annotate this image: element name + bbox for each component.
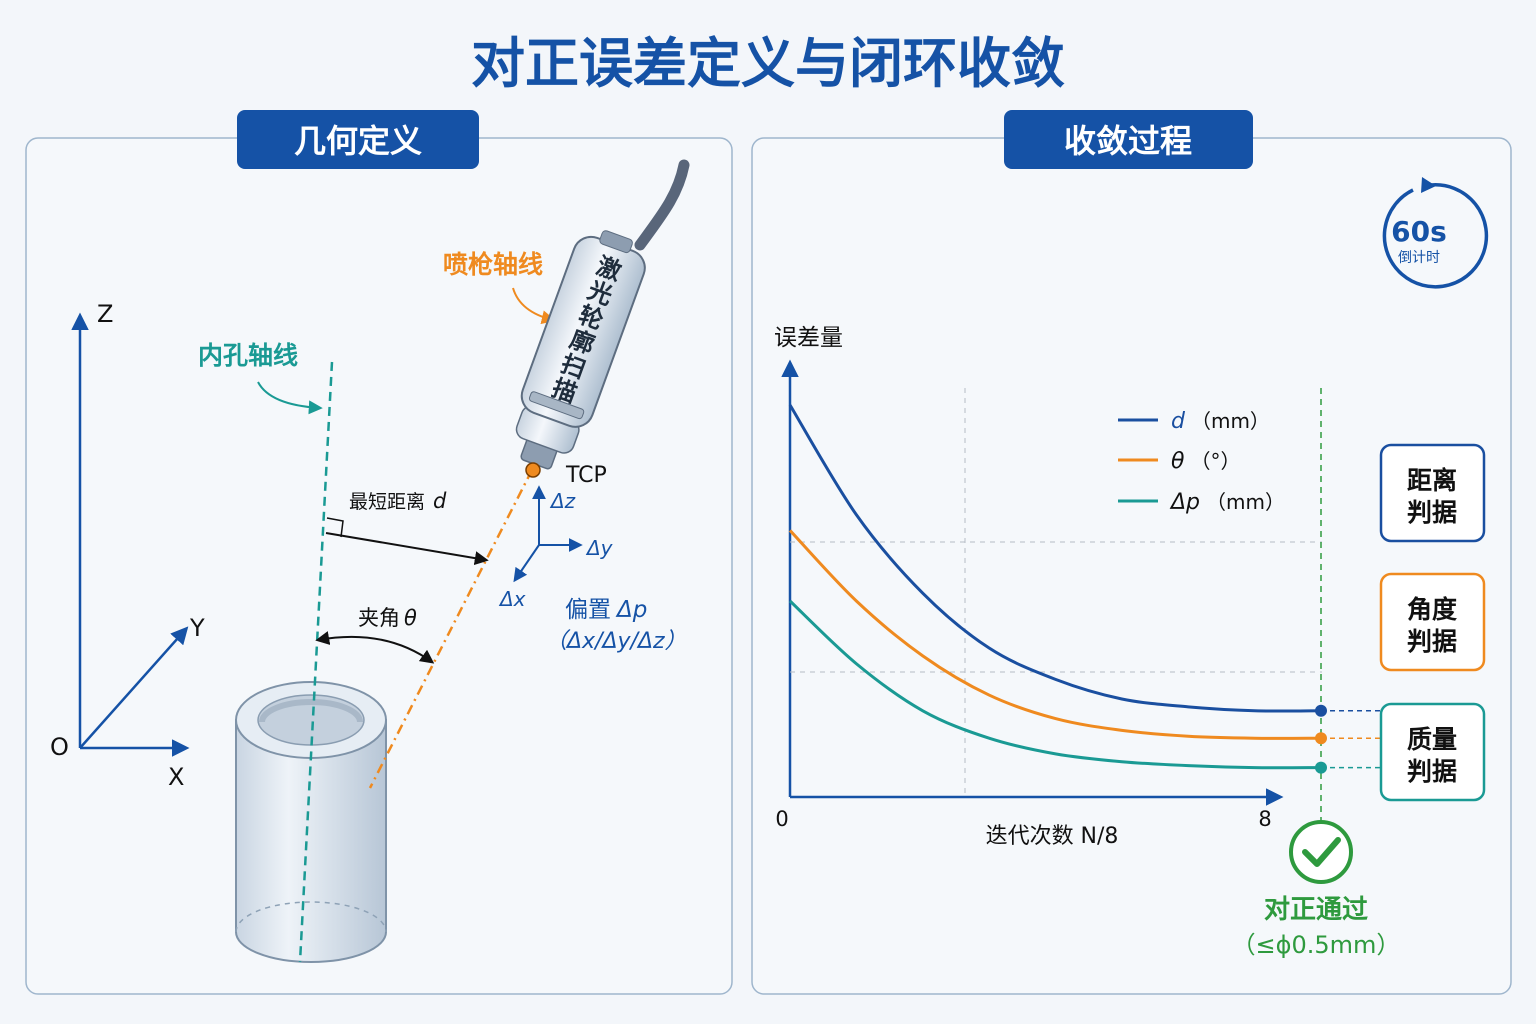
check-circle-icon [1289, 820, 1353, 884]
bore-axis-label: 内孔轴线 [198, 341, 298, 370]
delta-x-label: Δx [498, 587, 526, 611]
svg-text:判据: 判据 [1407, 757, 1457, 786]
delta-z-label: Δz [549, 489, 576, 513]
timer-label: 倒计时 [1398, 250, 1440, 266]
pass-tolerance: （≤ϕ0.5mm） [1232, 931, 1401, 959]
series-theta-endpoint [1315, 732, 1327, 745]
coordinate-axes: Z Y X O [50, 300, 205, 791]
scanner-cable [634, 159, 690, 251]
delta-y-label: Δy [585, 536, 614, 560]
legend-theta: θ（°） [1171, 449, 1240, 474]
svg-text:质量: 质量 [1407, 725, 1457, 754]
series-d-endpoint [1315, 704, 1327, 717]
bore-cylinder [235, 681, 387, 963]
convergence-chart: 误差量 0 8 迭代次数 N/8 [774, 325, 1380, 849]
judge-quality: 质量 判据 [1379, 702, 1486, 802]
legend-d: d（mm） [1171, 409, 1270, 434]
svg-text:距离: 距离 [1407, 466, 1457, 495]
axis-x-label: X [168, 763, 184, 791]
series-dp-line [788, 599, 1322, 770]
timer-value: 60s [1391, 215, 1447, 248]
min-distance-marker [325, 517, 489, 566]
axis-origin-label: O [50, 733, 69, 761]
tcp-label: TCP [565, 463, 607, 488]
judge-angle: 角度 判据 [1379, 572, 1486, 672]
right-panel [751, 137, 1512, 995]
left-panel-header: 几何定义 [294, 122, 422, 160]
gun-axis-label: 喷枪轴线 [443, 250, 543, 279]
countdown-timer-icon [1382, 177, 1489, 289]
svg-text:判据: 判据 [1407, 627, 1457, 656]
series-d-line [788, 404, 1322, 713]
right-panel-header-bg [1004, 110, 1253, 169]
offset-components-label: （Δx/Δy/Δz） [545, 629, 687, 654]
offset-axes: Δz Δy Δx [498, 485, 614, 611]
x-tick-0: 0 [775, 807, 788, 831]
svg-text:角度: 角度 [1407, 595, 1457, 624]
chart-legend: d（mm） θ（°） Δp（mm） [1118, 409, 1285, 515]
tcp-point [525, 462, 541, 478]
pass-label: 对正通过 [1264, 895, 1368, 925]
judge-distance: 距离 判据 [1379, 443, 1486, 543]
series-dp-endpoint [1315, 761, 1327, 774]
x-tick-8: 8 [1258, 807, 1271, 831]
chart-ylabel: 误差量 [774, 325, 843, 351]
chart-xlabel: 迭代次数 N/8 [986, 824, 1119, 849]
right-panel-header: 收敛过程 [1064, 122, 1192, 160]
left-panel-header-bg [237, 110, 479, 169]
page-title: 对正误差定义与闭环收敛 [471, 32, 1065, 95]
axis-z-label: Z [97, 300, 113, 328]
angle-arc [315, 631, 435, 664]
gun-axis-line [368, 469, 534, 789]
bore-axis-pointer [257, 381, 323, 415]
axis-y-label: Y [189, 614, 205, 642]
svg-text:判据: 判据 [1407, 498, 1457, 527]
series-theta-line [788, 529, 1322, 740]
legend-dp: Δp（mm） [1169, 490, 1285, 515]
